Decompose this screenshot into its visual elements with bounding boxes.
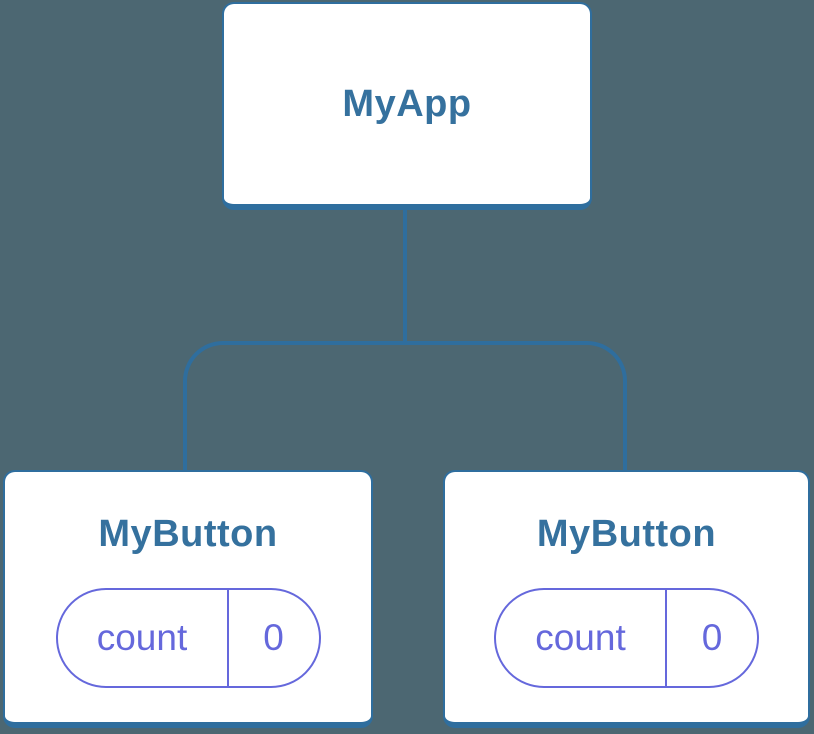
connector-branch-bracket bbox=[183, 341, 627, 470]
child-component-node-left: MyButton count 0 bbox=[3, 470, 373, 728]
state-value-cell: 0 bbox=[667, 590, 757, 686]
child-component-label: MyButton bbox=[536, 513, 717, 555]
state-pill: count 0 bbox=[55, 588, 321, 688]
state-name-label: count bbox=[535, 617, 626, 658]
state-name-cell: count bbox=[496, 590, 667, 686]
state-pill: count 0 bbox=[494, 588, 759, 688]
state-name-cell: count bbox=[58, 590, 229, 686]
state-name-label: count bbox=[96, 617, 188, 658]
child-component-node-right: MyButton count 0 bbox=[443, 470, 810, 728]
connector-stem-line bbox=[403, 210, 407, 343]
root-component-label: MyApp bbox=[342, 83, 472, 125]
state-value-cell: 0 bbox=[229, 590, 319, 686]
child-component-label: MyButton bbox=[98, 513, 278, 555]
state-value-label: 0 bbox=[701, 617, 723, 658]
state-value-label: 0 bbox=[263, 617, 284, 658]
root-component-node: MyApp bbox=[222, 2, 592, 210]
